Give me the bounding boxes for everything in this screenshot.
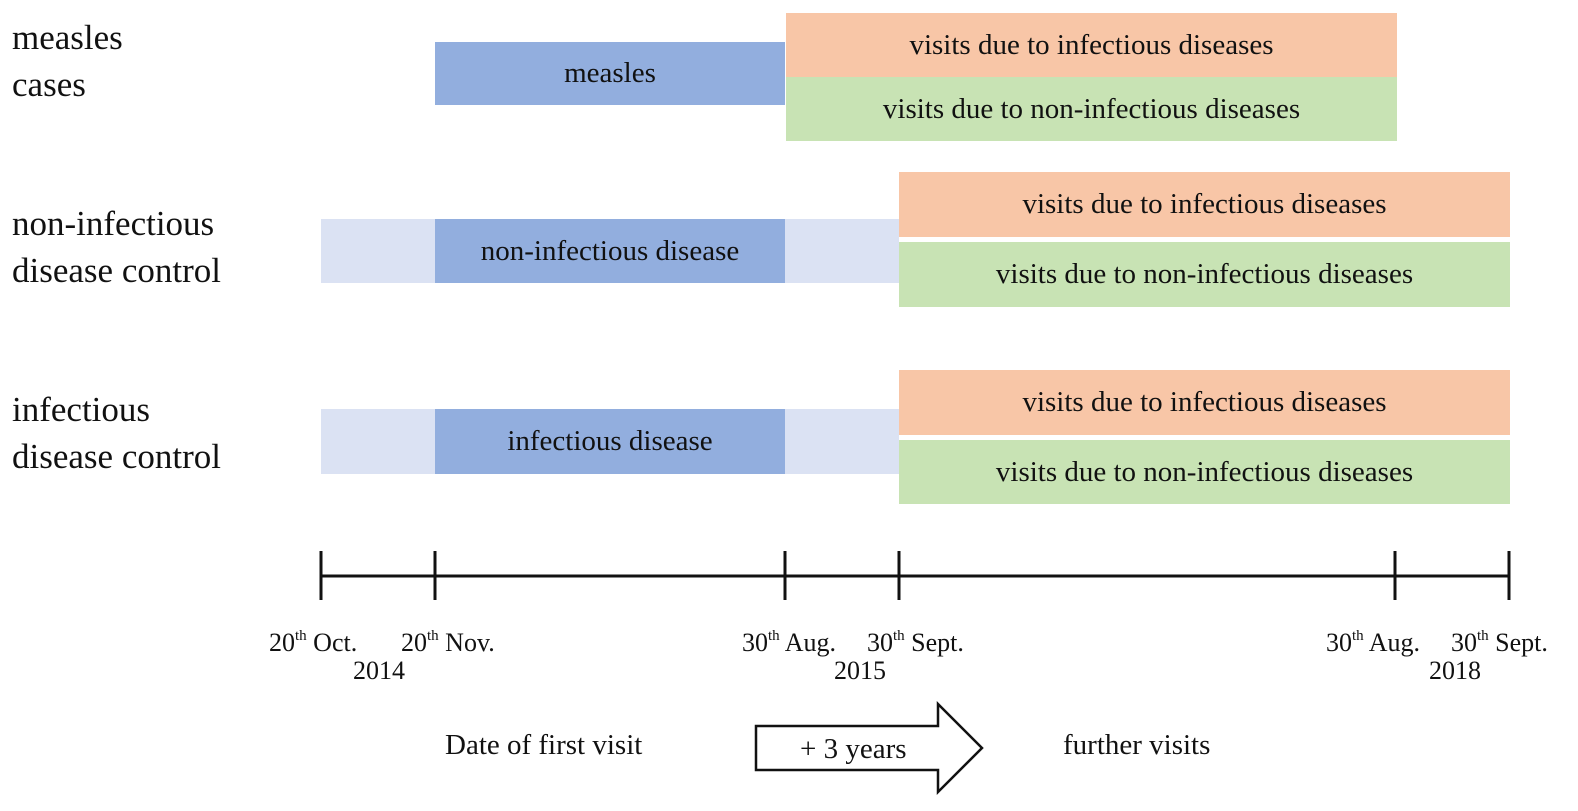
legend-arrow-label: + 3 years — [800, 733, 907, 765]
legend-further-visits: further visits — [1063, 729, 1211, 761]
tick-label-sept-2015: 30th Sept. — [867, 628, 964, 657]
row-label-infectious-control: infectious disease control — [12, 390, 221, 476]
infectious-infectious-visits-bar: visits due to infectious diseases — [899, 370, 1510, 435]
noninfectious-period-bar: non-infectious disease — [435, 219, 785, 283]
tick-label-sept-2018: 30th Sept. — [1451, 628, 1548, 657]
tick-label-aug-2018: 30th Aug. — [1326, 628, 1421, 657]
tick-label-oct-2014: 20th Oct. — [269, 628, 358, 657]
noninfectious-infectious-visits-bar: visits due to infectious diseases — [899, 172, 1510, 237]
tick-label-nov-2014: 20th Nov. — [401, 628, 495, 657]
year-label-2015: 2015 — [834, 656, 886, 685]
infectious-noninfectious-visits-bar: visits due to non-infectious diseases — [899, 440, 1510, 504]
year-label-2014: 2014 — [353, 656, 405, 685]
noninfectious-noninfectious-visits-bar: visits due to non-infectious diseases — [899, 242, 1510, 307]
infectious-period-bar: infectious disease — [435, 409, 785, 474]
tick-label-aug-2015: 30th Aug. — [742, 628, 837, 657]
row-label-measles-cases: measles cases — [12, 18, 123, 104]
arrow-shape — [754, 700, 984, 796]
year-label-2018: 2018 — [1429, 656, 1481, 685]
measles-period-bar: measles — [435, 42, 785, 105]
measles-infectious-visits-bar: visits due to infectious diseases — [786, 13, 1397, 77]
row-label-noninfectious-control: non-infectious disease control — [12, 204, 221, 290]
legend-first-visit: Date of first visit — [445, 729, 643, 761]
measles-noninfectious-visits-bar: visits due to non-infectious diseases — [786, 77, 1397, 141]
